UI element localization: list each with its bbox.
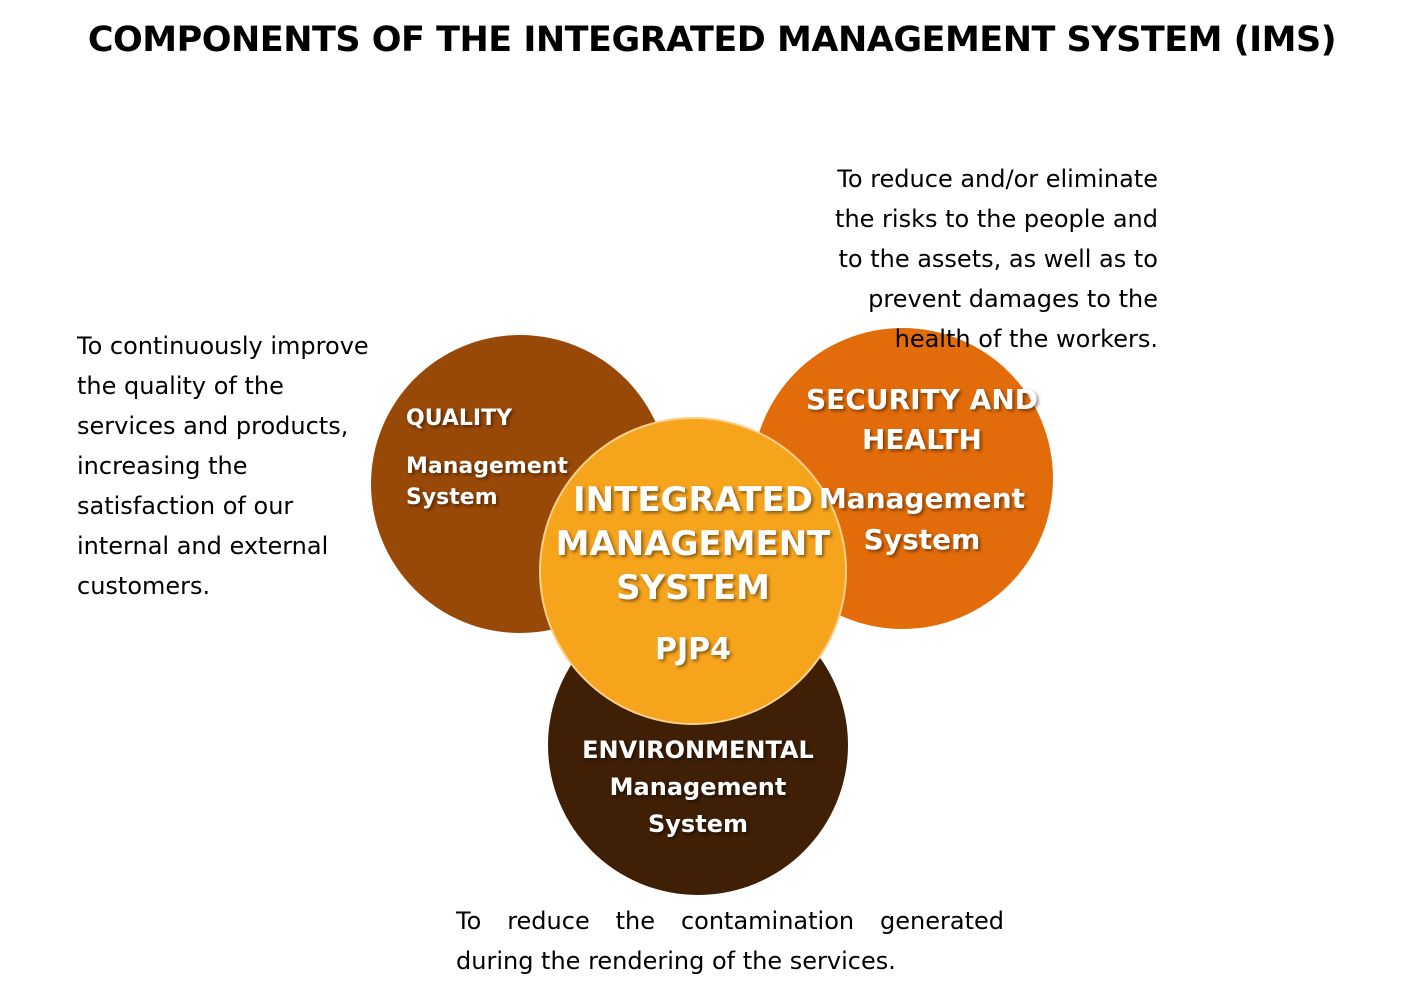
quality-subtitle-line: Management (406, 454, 568, 479)
ims-heading-line: MANAGEMENT (555, 524, 831, 564)
description-line: To reduce and/or eliminate (837, 165, 1158, 193)
quality-heading: QUALITY (406, 406, 513, 431)
environmental-description: To reduce the contamination generated du… (456, 901, 1004, 981)
page-title: COMPONENTS OF THE INTEGRATED MANAGEMENT … (87, 20, 1337, 60)
quality-subtitle: Management System (406, 451, 568, 513)
description-line: customers. (77, 572, 211, 600)
description-line: satisfaction of our (77, 492, 294, 520)
description-line: services and products, (77, 412, 349, 440)
security-heading-line: SECURITY AND (805, 383, 1039, 416)
security-heading-line: HEALTH (862, 423, 982, 456)
security-health-description: To reduce and/or eliminate the risks to … (740, 159, 1158, 359)
quality-subtitle-line: System (406, 485, 498, 510)
description-line: the risks to the people and (835, 205, 1158, 233)
security-subtitle-line: Management (818, 482, 1026, 515)
environmental-label: ENVIRONMENTAL Management System (548, 732, 848, 843)
security-health-subtitle: Management System (792, 478, 1052, 560)
security-health-heading: SECURITY AND HEALTH (792, 380, 1052, 460)
description-line: internal and external (77, 532, 329, 560)
description-line: To continuously improve (77, 332, 369, 360)
description-line: to the assets, as well as to (838, 245, 1158, 273)
environmental-label-line: System (648, 810, 748, 838)
ims-code: PJP4 (654, 632, 731, 667)
quality-description: To continuously improve the quality of t… (77, 326, 369, 606)
description-line: during the rendering of the services. (456, 947, 896, 975)
description-line: increasing the (77, 452, 248, 480)
ims-heading-line: SYSTEM (616, 568, 770, 608)
description-line: To reduce the contamination generated (456, 907, 1004, 935)
integrated-management-system-circle (539, 417, 847, 725)
ims-heading: INTEGRATED MANAGEMENT SYSTEM (539, 478, 847, 610)
environmental-label-line: ENVIRONMENTAL (582, 736, 814, 764)
environmental-label-line: Management (609, 773, 787, 801)
ims-heading-line: INTEGRATED (573, 480, 813, 520)
description-line: the quality of the (77, 372, 284, 400)
security-subtitle-line: System (863, 523, 981, 556)
description-line: prevent damages to the (868, 285, 1158, 313)
description-line: health of the workers. (894, 325, 1158, 353)
